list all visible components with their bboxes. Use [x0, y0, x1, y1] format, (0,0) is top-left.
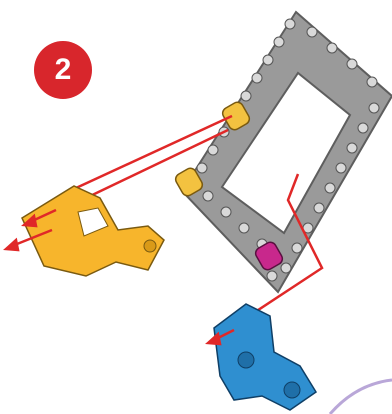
blue-bracket-body [214, 304, 316, 410]
decorative-arc [330, 380, 392, 414]
gray-frame [182, 12, 392, 292]
step-number-badge: 2 [34, 41, 92, 99]
yellow-bracket [6, 186, 164, 276]
blue-bracket-hole-2 [284, 382, 300, 398]
blue-bracket [208, 304, 316, 410]
yellow-bracket-hole [144, 240, 156, 252]
blue-bracket-hole-1 [238, 352, 254, 368]
